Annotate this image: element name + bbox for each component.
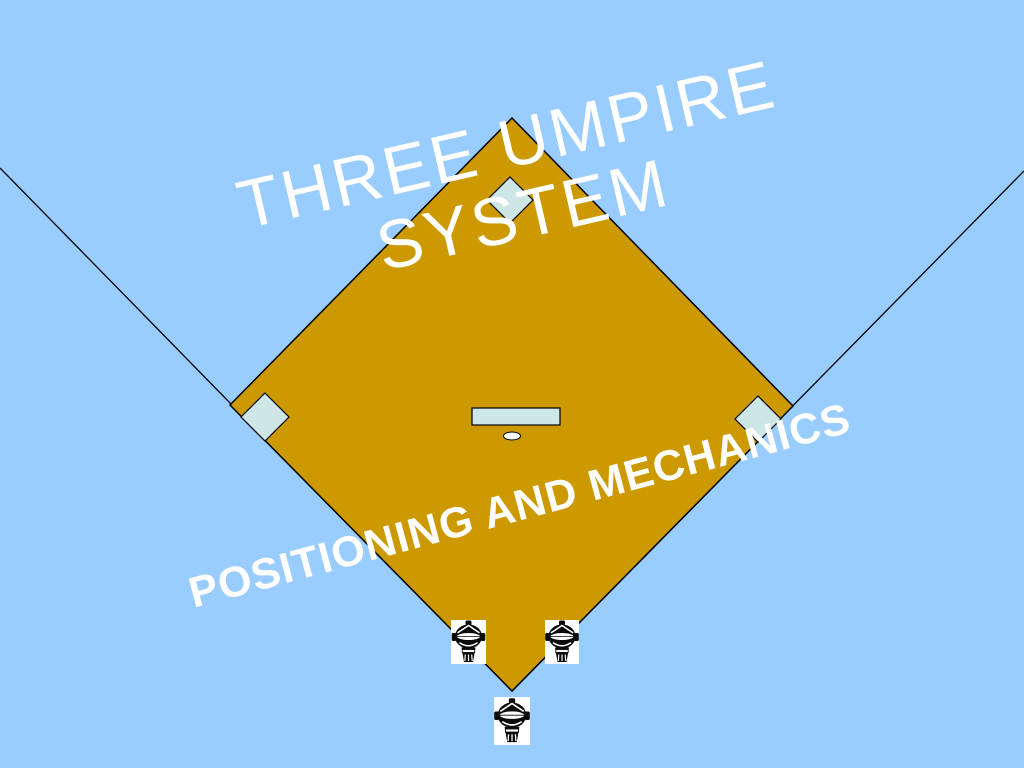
umpire-position-left-of-home xyxy=(451,620,486,664)
third-base xyxy=(240,392,290,442)
umpire-position-behind-home xyxy=(494,697,530,745)
umpire-position-right-of-home xyxy=(545,620,579,664)
infield-diamond xyxy=(228,116,795,693)
pitchers-plate xyxy=(471,407,561,426)
pitchers-mound-ball xyxy=(503,431,521,441)
first-base xyxy=(734,395,782,443)
second-base xyxy=(486,176,534,224)
umpire-mask-icon xyxy=(545,620,579,664)
umpire-mask-icon xyxy=(451,620,486,664)
umpire-mask-icon xyxy=(494,697,530,745)
